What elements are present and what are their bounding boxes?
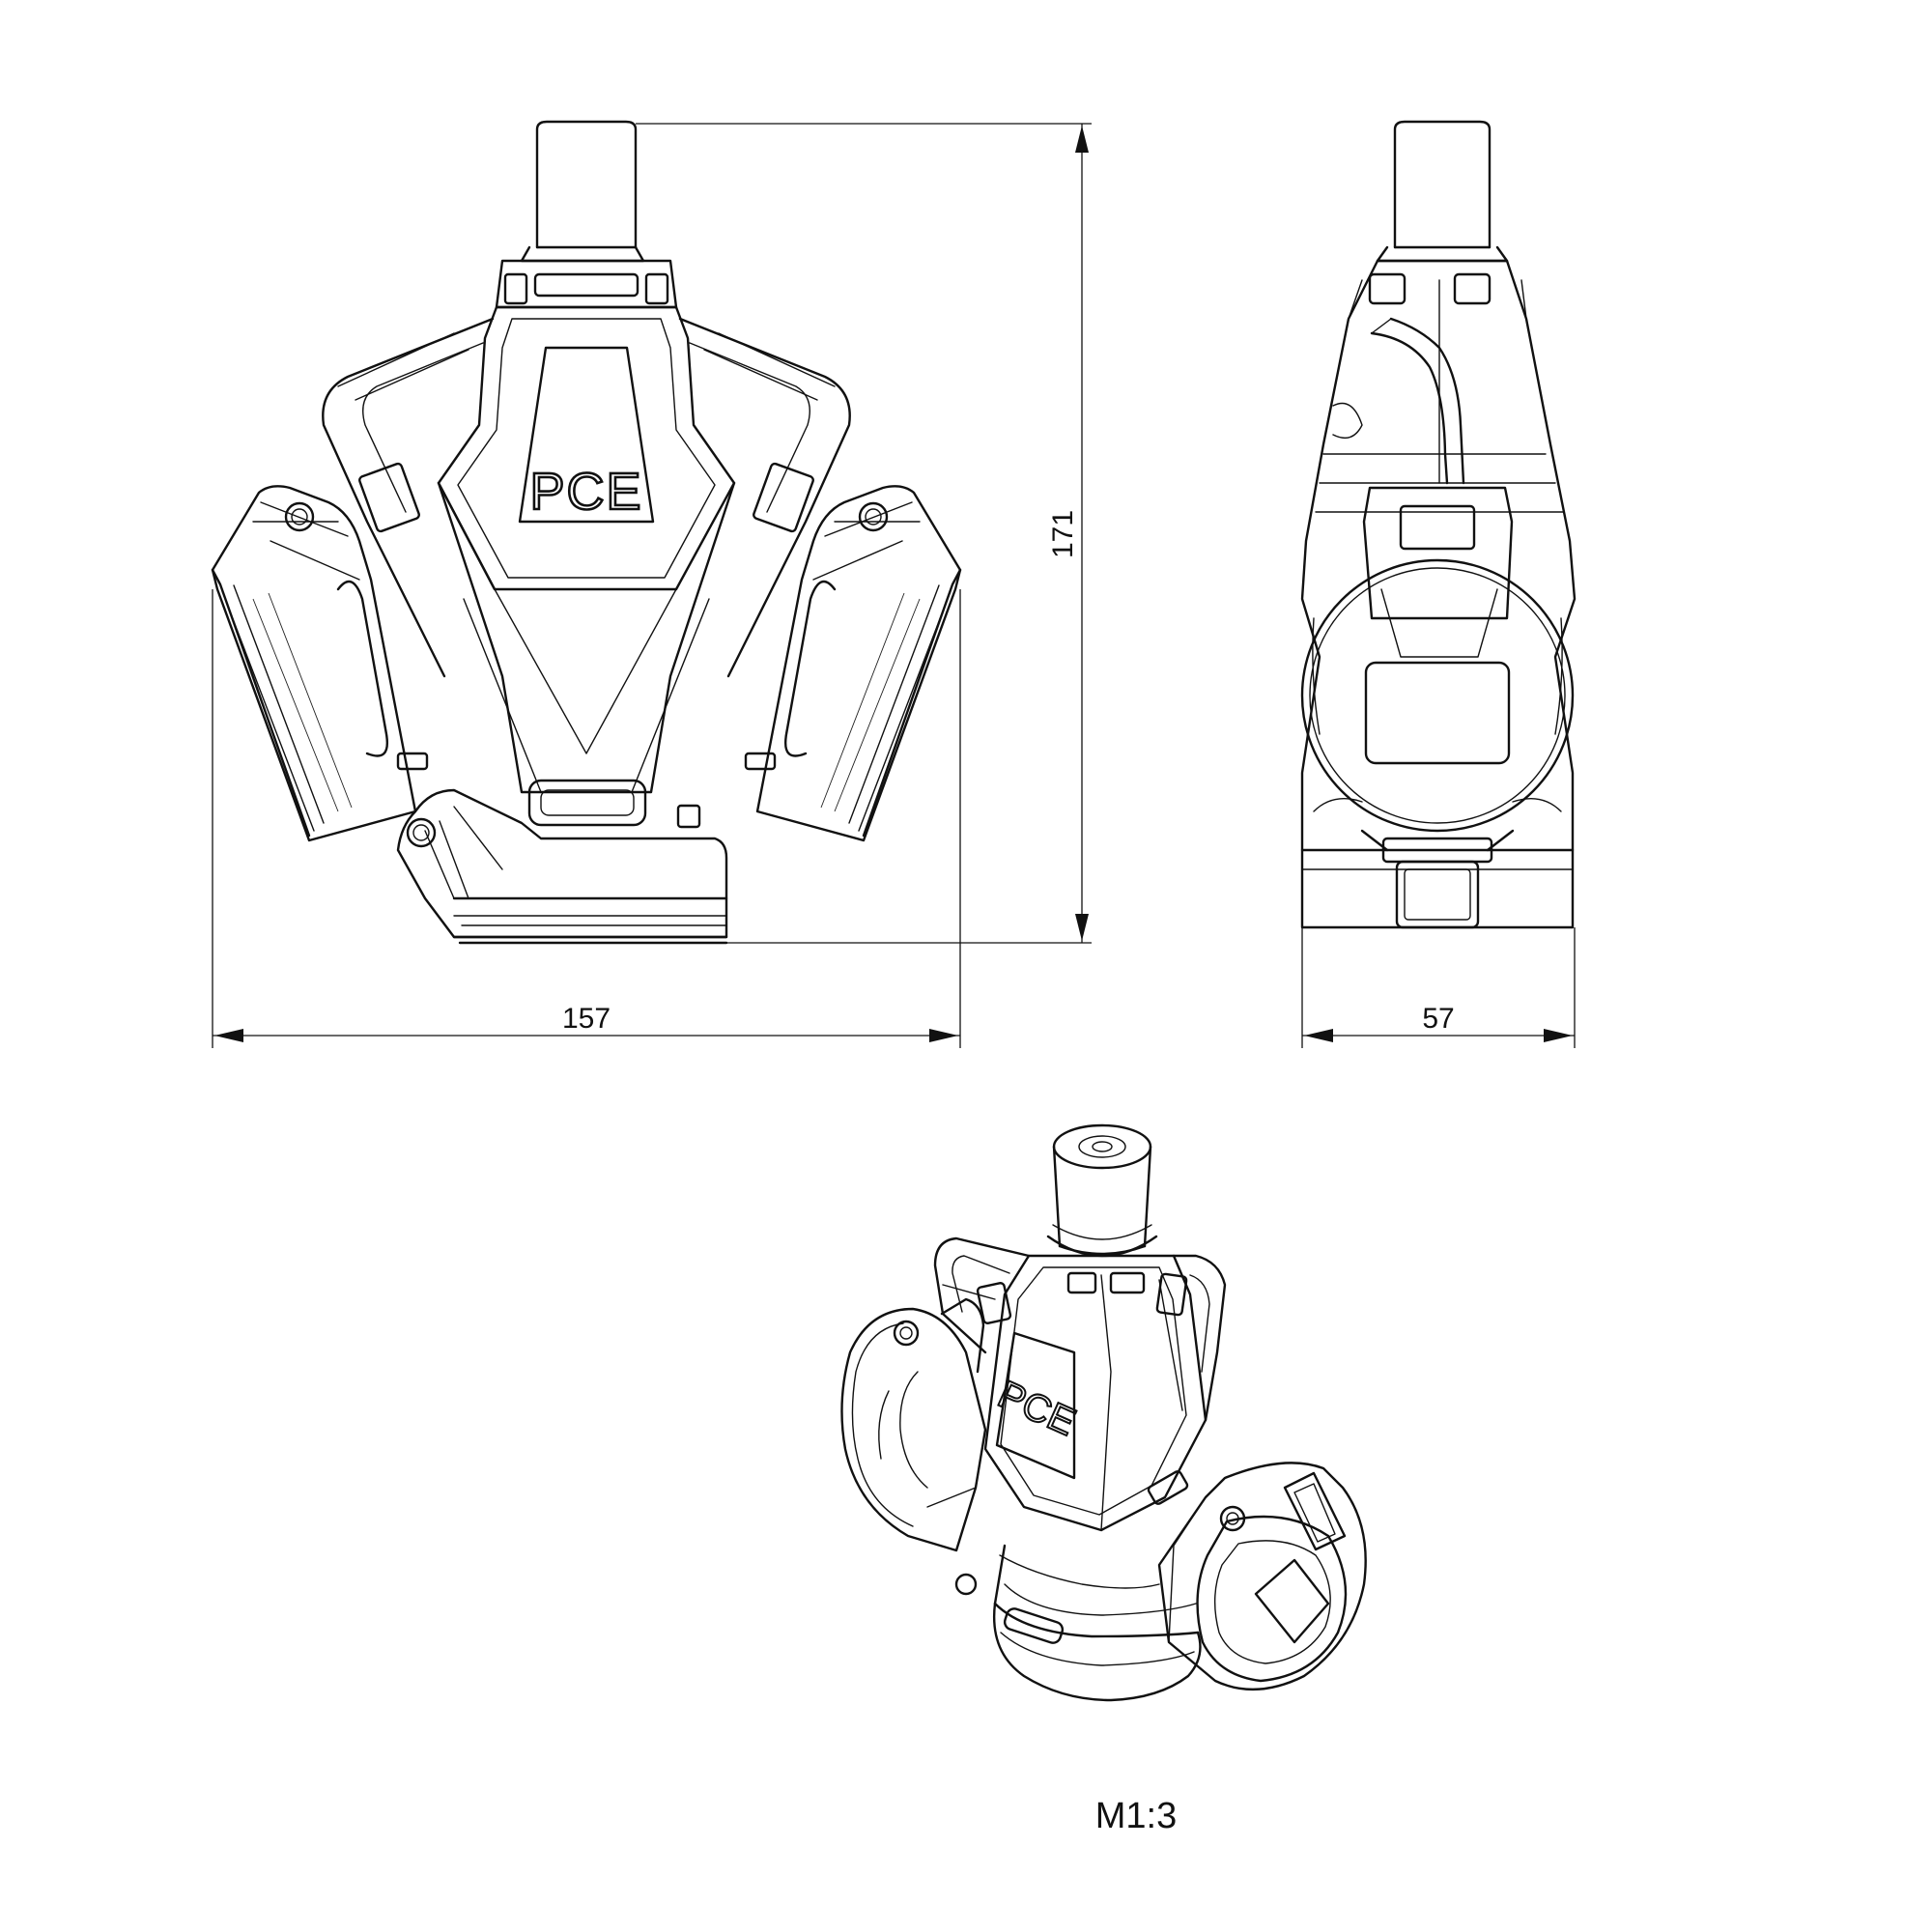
side-view: 57 [1300,120,1577,1048]
side-bottom-block [1300,798,1575,929]
pce-logo-front: PCE [529,463,642,521]
central-body-iso: PCE [983,1254,1208,1532]
side-body [1300,259,1577,929]
central-body: PCE [437,305,736,794]
left-socket-iso [840,1297,987,1552]
right-housing-arm [678,317,851,678]
right-socket-iso [1147,1462,1367,1690]
cable-gland-front [520,120,645,263]
height-dimension: 171 [636,123,1092,944]
bottom-socket [396,779,728,945]
height-label: 171 [1047,510,1079,558]
isometric-view: PCE [840,1123,1367,1702]
width-dimension: 157 [212,589,961,1048]
width-label: 157 [562,1003,611,1035]
scale-label: M1:3 [1095,1796,1177,1836]
side-socket-face [1300,558,1575,833]
side-width-dimension: 57 [1301,927,1576,1048]
left-housing-arm [322,317,495,678]
front-view: PCE [211,120,1092,1048]
pce-logo-iso: PCE [992,1373,1082,1444]
upper-right-wing-iso [1155,1254,1227,1422]
right-socket [744,485,962,842]
bottom-socket-iso [954,1544,1202,1702]
upper-left-wing-iso [933,1236,1031,1354]
top-collar-front [495,259,678,309]
side-width-label: 57 [1422,1003,1454,1035]
cable-gland-side [1376,120,1509,263]
cable-gland-iso [1046,1123,1158,1258]
left-socket [211,485,429,842]
